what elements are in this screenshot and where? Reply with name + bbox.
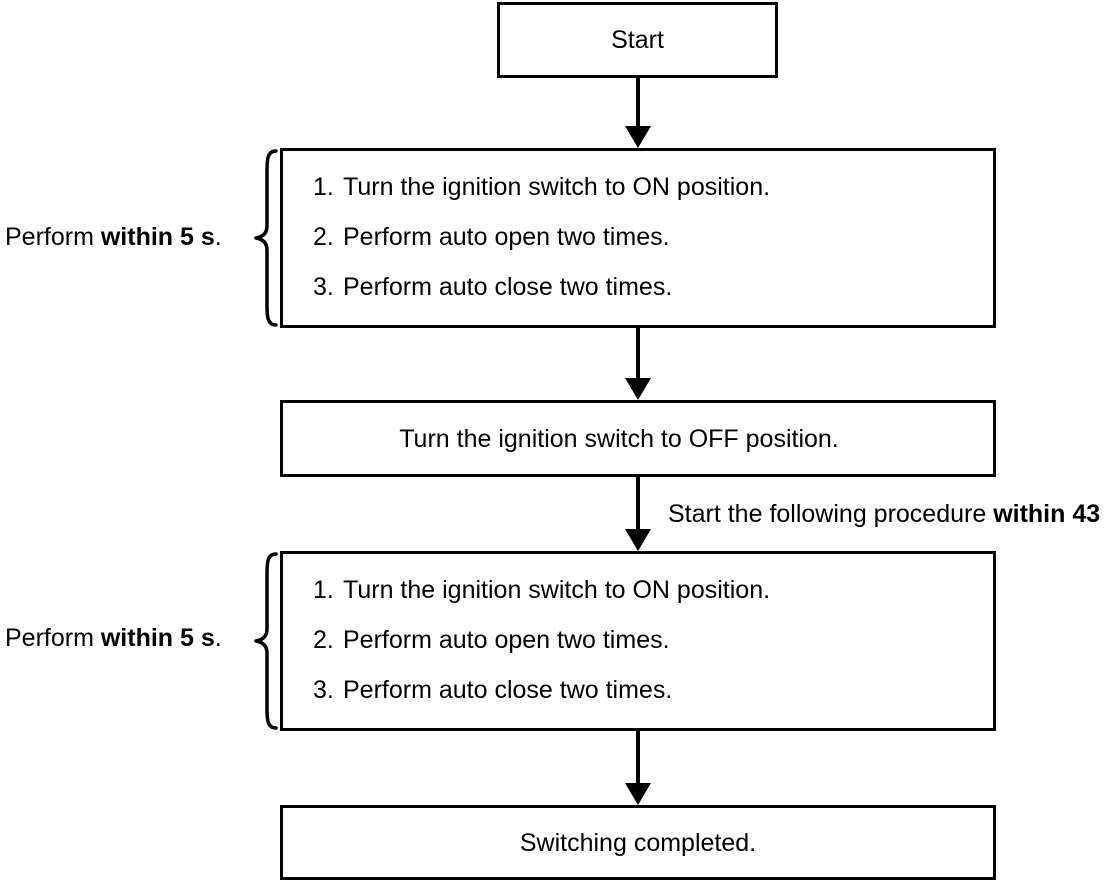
step-number: 3. [313, 273, 334, 301]
annotation-timing-2-emphasis: within 5 s [100, 624, 215, 652]
step-number: 2. [313, 626, 334, 654]
annotation-timing-3: Start the following procedure within 43 … [668, 502, 1106, 527]
annotation-timing-1-prefix: Perform [5, 223, 101, 251]
step-text: Turn the ignition switch to ON position. [343, 173, 771, 201]
flow-node-start-label: Start [611, 26, 664, 54]
flow-node-ignition-off: Turn the ignition switch to OFF position… [280, 400, 996, 477]
curly-brace-icon-1 [248, 148, 278, 328]
arrow-steps-1-to-ignition-off [625, 328, 651, 400]
annotation-timing-2-prefix: Perform [5, 624, 101, 652]
step-text: Turn the ignition switch to ON position. [343, 576, 771, 604]
step-number: 1. [313, 173, 334, 201]
arrow-shaft [636, 328, 640, 378]
annotation-timing-1-emphasis: within 5 s [100, 223, 215, 251]
step-text: Perform auto close two times. [343, 676, 673, 704]
annotation-timing-1: Perform within 5 s. [5, 225, 222, 250]
step-text: Perform auto open two times. [343, 223, 670, 251]
step-number: 2. [313, 223, 334, 251]
flow-node-complete-label: Switching completed. [519, 828, 757, 857]
step-text: Perform auto close two times. [343, 273, 673, 301]
list-item: 3. Perform auto close two times. [313, 678, 770, 728]
steps-list-2: 1. Turn the ignition switch to ON positi… [313, 578, 770, 728]
step-number: 3. [313, 676, 334, 704]
annotation-timing-3-emphasis: within 43 s [993, 500, 1106, 528]
flow-node-steps-1: 1. Turn the ignition switch to ON positi… [280, 148, 996, 328]
arrow-head-icon [625, 126, 651, 148]
arrow-start-to-steps-1 [625, 78, 651, 148]
flow-node-start: Start [497, 2, 778, 78]
arrow-ignition-off-to-steps-2 [625, 477, 651, 551]
annotation-timing-1-suffix: . [214, 223, 222, 251]
arrow-shaft [636, 731, 640, 783]
arrow-head-icon [625, 529, 651, 551]
arrow-shaft [636, 78, 640, 126]
arrow-head-icon [625, 378, 651, 400]
arrow-steps-2-to-complete [625, 731, 651, 805]
flow-node-ignition-off-label: Turn the ignition switch to OFF position… [399, 424, 839, 453]
list-item: 2. Perform auto open two times. [313, 628, 770, 678]
step-text: Perform auto open two times. [343, 626, 670, 654]
steps-list-1: 1. Turn the ignition switch to ON positi… [313, 175, 770, 325]
list-item: 1. Turn the ignition switch to ON positi… [313, 578, 770, 628]
annotation-timing-2-suffix: . [214, 624, 222, 652]
annotation-timing-3-prefix: Start the following procedure [668, 500, 994, 528]
annotation-timing-2: Perform within 5 s. [5, 626, 222, 651]
flow-node-complete: Switching completed. [280, 805, 996, 880]
arrow-head-icon [625, 783, 651, 805]
list-item: 3. Perform auto close two times. [313, 275, 770, 325]
list-item: 2. Perform auto open two times. [313, 225, 770, 275]
flow-node-steps-2: 1. Turn the ignition switch to ON positi… [280, 551, 996, 731]
step-number: 1. [313, 576, 334, 604]
arrow-shaft [636, 477, 640, 529]
list-item: 1. Turn the ignition switch to ON positi… [313, 175, 770, 225]
curly-brace-icon-2 [248, 551, 278, 731]
